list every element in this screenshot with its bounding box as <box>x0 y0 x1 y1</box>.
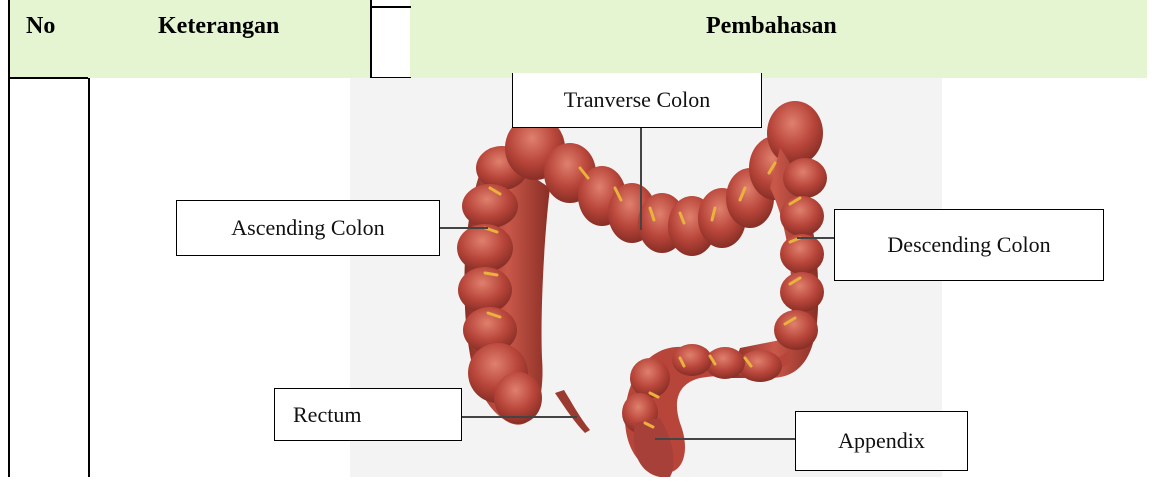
table-column-divider <box>88 78 90 477</box>
label-rectum: Rectum <box>274 388 462 441</box>
transverse-leader-line <box>640 128 642 230</box>
header-column-divider <box>370 0 372 78</box>
label-transverse-colon-text: Tranverse Colon <box>564 87 710 113</box>
label-appendix-text: Appendix <box>838 428 925 454</box>
header-no: No <box>26 13 55 40</box>
label-ascending-colon-text: Ascending Colon <box>231 215 384 241</box>
header-cell-no: No <box>8 0 88 78</box>
label-rectum-text: Rectum <box>293 402 361 428</box>
header-cell-keterangan: Keterangan <box>88 0 371 78</box>
descending-leader-line <box>797 237 834 239</box>
appendix-leader-line <box>655 438 795 440</box>
label-descending-colon-text: Descending Colon <box>887 232 1050 258</box>
label-ascending-colon: Ascending Colon <box>176 200 440 256</box>
rectum-shape <box>555 390 590 433</box>
label-descending-colon: Descending Colon <box>834 209 1104 281</box>
ascending-leader-line <box>440 227 488 229</box>
label-transverse-colon: Tranverse Colon <box>512 73 762 128</box>
header-keterangan: Keterangan <box>158 13 279 40</box>
table-left-border <box>8 0 10 477</box>
header-bottom-border-left <box>8 77 88 79</box>
header-notch-top <box>371 6 411 8</box>
header-pembahasan: Pembahasan <box>706 13 837 40</box>
header-cell-pembahasan: Pembahasan <box>410 0 1147 78</box>
rectum-leader-line <box>462 416 577 418</box>
label-appendix: Appendix <box>795 411 968 471</box>
